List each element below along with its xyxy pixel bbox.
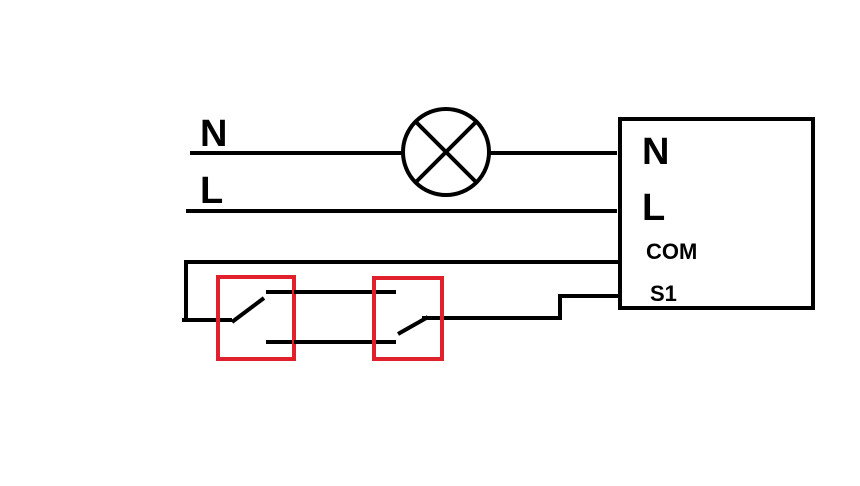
switch-highlight-box-2: [372, 276, 444, 361]
module-terminal-l: L: [642, 187, 665, 229]
module-terminal-com: COM: [646, 239, 697, 264]
controller-module: [618, 117, 815, 310]
two-way-switch-icon: [374, 290, 444, 344]
lamp-icon: [401, 107, 491, 197]
s1-wire: [444, 294, 622, 320]
module-terminal-n: N: [642, 131, 669, 173]
switch-highlight-box-1: [216, 275, 296, 361]
module-terminal-s1: S1: [650, 281, 677, 306]
neutral-label-left: N: [200, 113, 227, 155]
two-way-switch-icon: [182, 290, 294, 344]
live-label-left: L: [200, 170, 223, 212]
